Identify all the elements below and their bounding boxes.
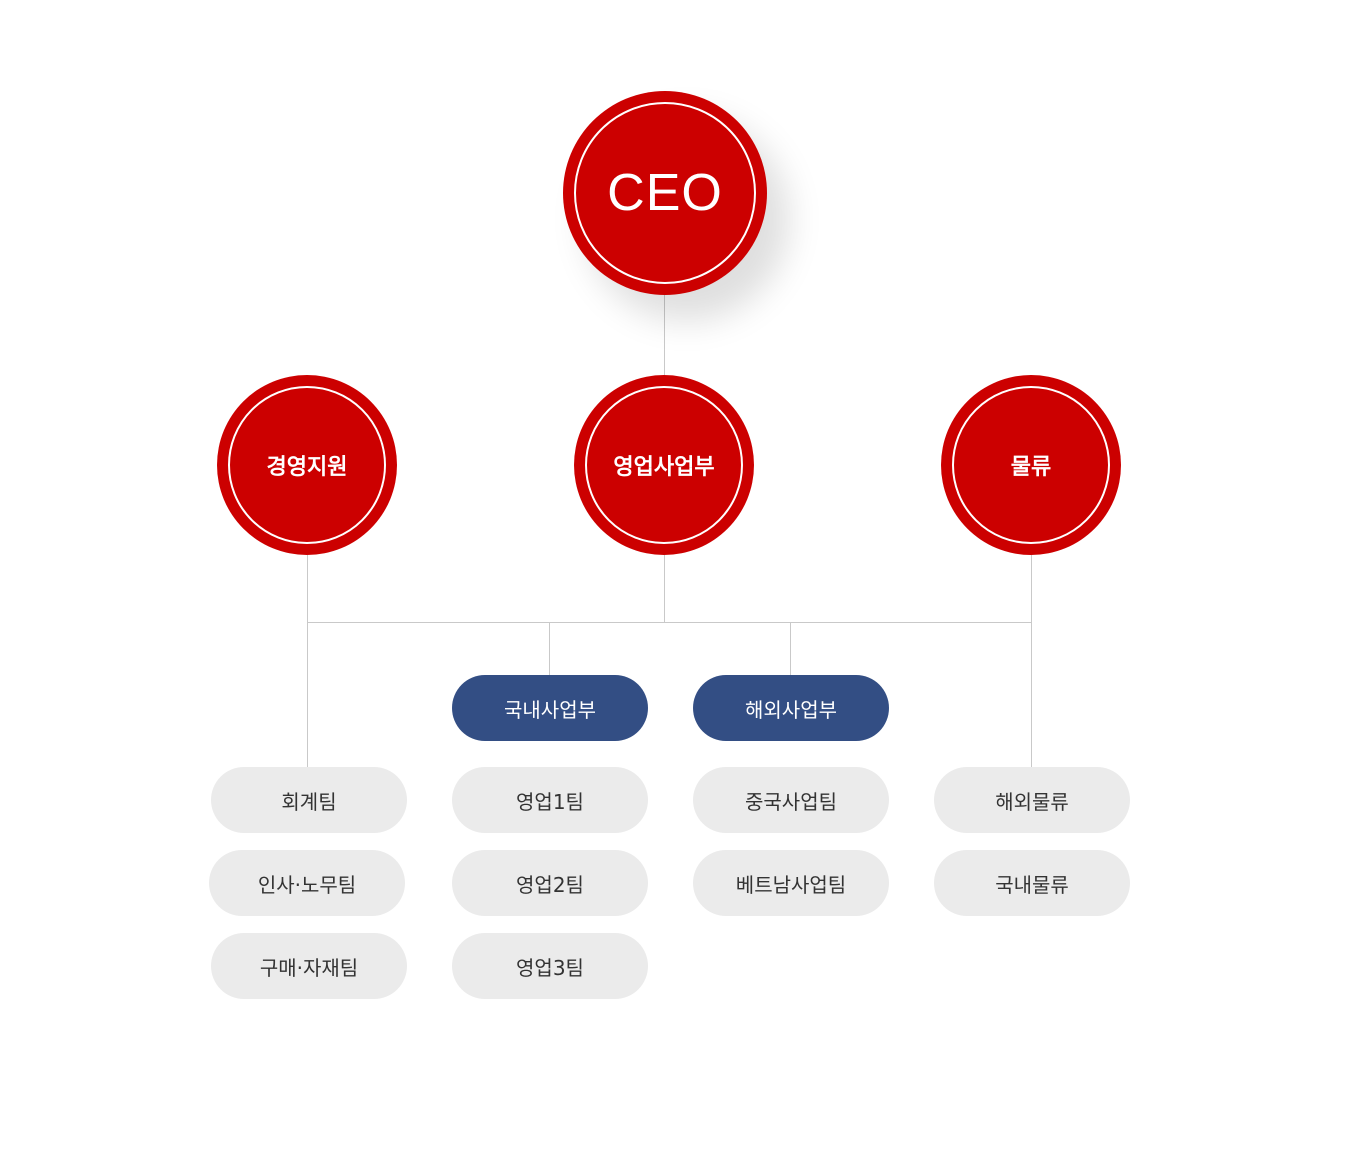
division-sales-label: 영업사업부	[585, 386, 743, 544]
team-vietnam-business: 베트남사업팀	[693, 850, 889, 916]
connector-logistics-down	[1031, 555, 1032, 767]
connector-horizontal-bus	[307, 622, 1032, 623]
ceo-label: CEO	[574, 102, 756, 284]
connector-domestic-dept	[549, 622, 550, 675]
division-sales-node: 영업사업부	[574, 375, 754, 555]
connector-management-down	[307, 555, 308, 767]
department-overseas: 해외사업부	[693, 675, 889, 741]
team-sales-1: 영업1팀	[452, 767, 648, 833]
connector-sales-down	[664, 555, 665, 622]
division-logistics-label: 물류	[952, 386, 1110, 544]
connector-ceo-to-sales	[664, 295, 665, 375]
team-domestic-logistics: 국내물류	[934, 850, 1130, 916]
division-logistics-node: 물류	[941, 375, 1121, 555]
team-overseas-logistics: 해외물류	[934, 767, 1130, 833]
team-accounting: 회계팀	[211, 767, 407, 833]
division-management-label: 경영지원	[228, 386, 386, 544]
team-hr-labor: 인사·노무팀	[209, 850, 405, 916]
team-sales-2: 영업2팀	[452, 850, 648, 916]
team-purchasing-materials: 구매·자재팀	[211, 933, 407, 999]
connector-overseas-dept	[790, 622, 791, 675]
department-domestic: 국내사업부	[452, 675, 648, 741]
team-sales-3: 영업3팀	[452, 933, 648, 999]
division-management-node: 경영지원	[217, 375, 397, 555]
ceo-node: CEO	[563, 91, 767, 295]
team-china-business: 중국사업팀	[693, 767, 889, 833]
